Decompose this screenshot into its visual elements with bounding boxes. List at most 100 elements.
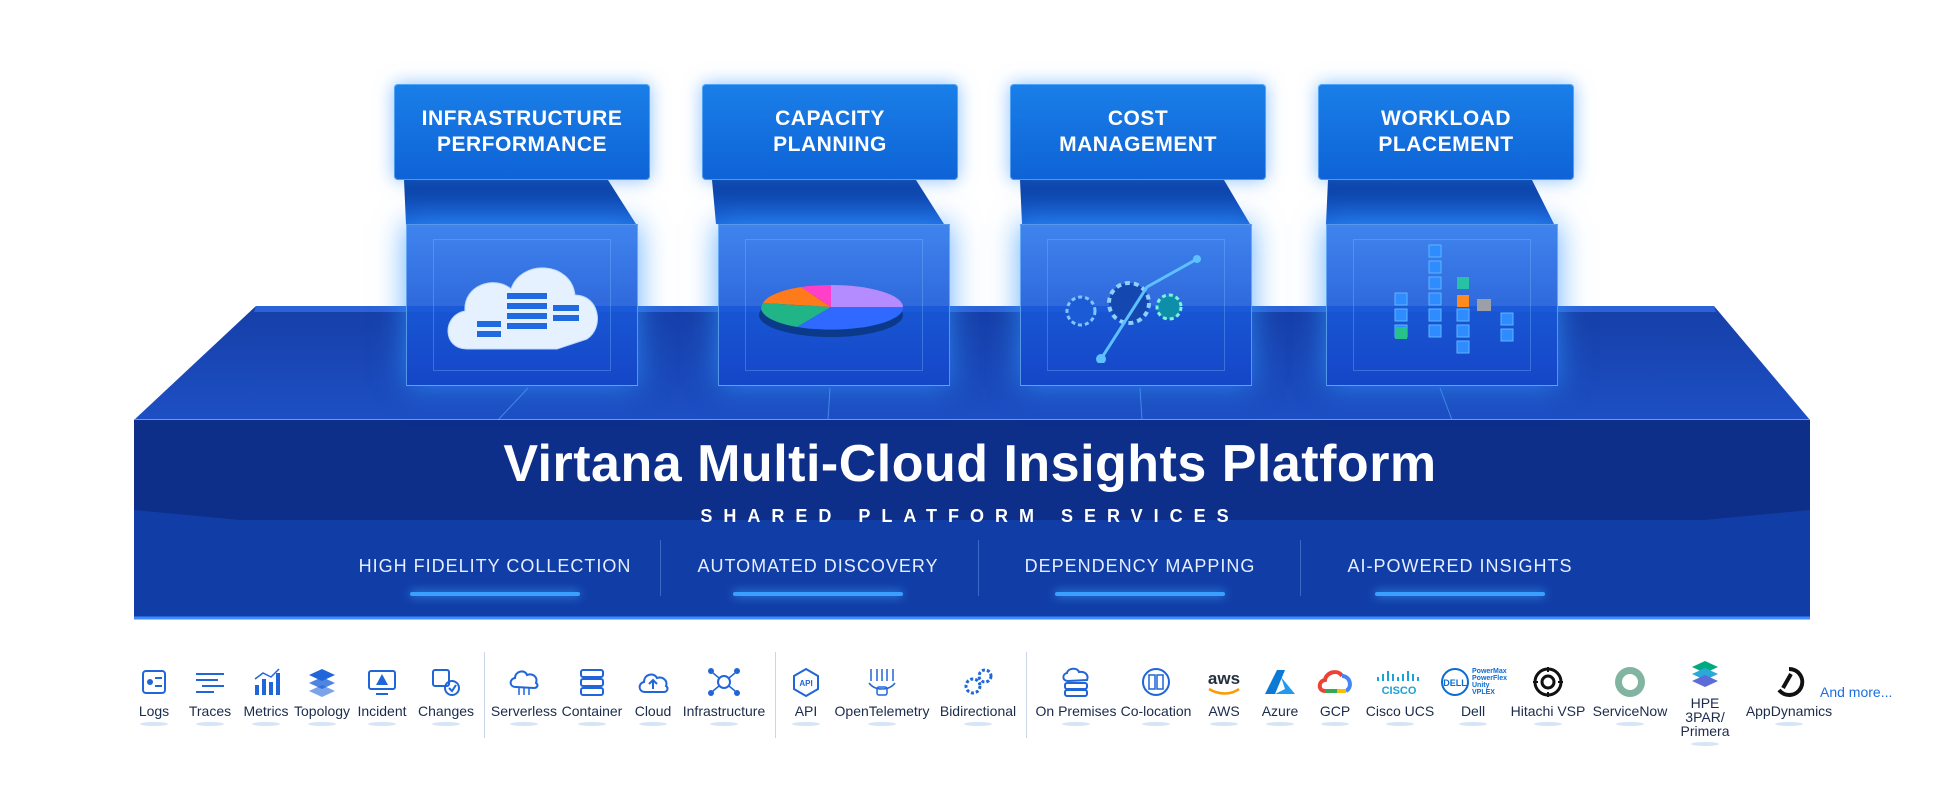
integration-label: Container: [561, 703, 623, 719]
integration-label: Cloud: [634, 703, 672, 719]
use-case-capacity-planning[interactable]: CAPACITY PLANNING: [702, 84, 958, 180]
integration-cisco-ucs[interactable]: CISCO Cisco UCS: [1362, 666, 1438, 726]
use-case-workload-placement[interactable]: WORKLOAD PLACEMENT: [1318, 84, 1574, 180]
metrics-icon: [254, 668, 280, 695]
integration-label: Traces: [188, 703, 232, 719]
integration-label: Cisco UCS: [1365, 703, 1435, 719]
service-divider: [1300, 540, 1301, 596]
aws-logo-icon: aws: [1208, 669, 1240, 695]
service-glow: [410, 592, 580, 596]
traces-icon: [196, 673, 224, 693]
and-more-link[interactable]: And more...: [1820, 684, 1893, 700]
integration-logs[interactable]: Logs: [126, 666, 182, 726]
group-divider: [775, 652, 776, 738]
integration-co-location[interactable]: Co-location: [1118, 666, 1194, 726]
on-premises-server-icon: [1062, 667, 1089, 697]
svg-text:CISCO: CISCO: [1382, 685, 1417, 697]
integration-label: Metrics: [243, 703, 289, 719]
integration-gcp[interactable]: GCP: [1310, 666, 1360, 726]
integration-container[interactable]: Container: [560, 666, 624, 726]
integration-hpe-3par-primera[interactable]: HPE 3PAR/ Primera: [1670, 658, 1740, 746]
integration-label: API: [794, 703, 818, 719]
use-case-title-line2: PLANNING: [773, 133, 887, 156]
use-case-title-line2: PLACEMENT: [1378, 133, 1514, 156]
service-ai-powered-insights: AI-POWERED INSIGHTS: [1347, 556, 1573, 576]
integration-metrics[interactable]: Metrics: [238, 666, 294, 726]
group-divider: [1026, 652, 1027, 738]
service-automated-discovery: AUTOMATED DISCOVERY: [697, 556, 939, 576]
integration-on-premises[interactable]: On Premises: [1034, 666, 1118, 726]
logs-icon: [142, 670, 166, 694]
integration-label: Changes: [417, 703, 475, 719]
cube-cost: [1020, 224, 1252, 386]
integration-label: On Premises: [1035, 703, 1117, 719]
integration-label: Infrastructure: [682, 703, 766, 719]
cube-workload: [1326, 224, 1558, 386]
integration-appdynamics[interactable]: AppDynamics: [1744, 666, 1834, 726]
use-case-title-line1: INFRASTRUCTURE: [421, 107, 623, 130]
blocks-icon: [1394, 244, 1514, 354]
serverless-cloud-icon: [509, 670, 539, 695]
integration-label: Bidirectional: [939, 703, 1017, 719]
cisco-logo-icon: CISCO: [1377, 671, 1419, 697]
integration-dell[interactable]: DELL PowerMax PowerFlex Unity VPLEX Dell: [1438, 666, 1508, 726]
platform-top: [134, 306, 1810, 420]
integration-label: OpenTelemetry: [834, 703, 930, 719]
integration-infrastructure[interactable]: Infrastructure: [680, 666, 768, 726]
service-divider: [660, 540, 661, 596]
integration-traces[interactable]: Traces: [182, 666, 238, 726]
integration-aws[interactable]: aws AWS: [1198, 666, 1250, 726]
bidirectional-gears-icon: [964, 668, 993, 695]
svg-text:aws: aws: [1208, 669, 1240, 688]
integration-topology[interactable]: Topology: [294, 666, 350, 726]
api-icon: API: [793, 667, 819, 697]
gcp-logo-icon: [1317, 670, 1352, 693]
integration-hitachi-vsp[interactable]: Hitachi VSP: [1508, 666, 1588, 726]
service-glow: [1055, 592, 1225, 596]
integration-label: Co-location: [1120, 703, 1192, 719]
hpe-primera-logo-icon: [1692, 661, 1718, 687]
integration-label: ServiceNow: [1592, 703, 1668, 719]
dell-products-text: PowerMax PowerFlex Unity VPLEX: [1472, 668, 1508, 696]
svg-text:API: API: [799, 679, 812, 688]
changes-icon: [432, 669, 460, 696]
use-case-infrastructure-performance[interactable]: INFRASTRUCTURE PERFORMANCE: [394, 84, 650, 180]
integration-serverless[interactable]: Serverless: [490, 666, 558, 726]
azure-logo-icon: [1265, 670, 1295, 694]
integration-cloud[interactable]: Cloud: [626, 666, 680, 726]
integration-changes[interactable]: Changes: [414, 666, 478, 726]
service-divider: [978, 540, 979, 596]
integration-label: AppDynamics: [1745, 703, 1833, 719]
svg-text:DELL: DELL: [1443, 678, 1467, 688]
platform-title: Virtana Multi-Cloud Insights Platform: [503, 435, 1437, 493]
cloud-icon: [638, 673, 669, 693]
incident-icon: [368, 670, 396, 695]
use-case-title-line2: MANAGEMENT: [1059, 133, 1217, 156]
service-glow: [1375, 592, 1545, 596]
integration-opentelemetry[interactable]: OpenTelemetry: [832, 666, 932, 726]
pie-chart-icon: [759, 285, 904, 337]
use-case-cost-management[interactable]: COST MANAGEMENT: [1010, 84, 1266, 180]
integration-label: HPE 3PAR/ Primera: [1680, 695, 1730, 739]
use-case-title-line1: COST: [1107, 107, 1169, 130]
gears-icon: [1065, 255, 1201, 363]
integration-incident[interactable]: Incident: [354, 666, 410, 726]
service-glow: [733, 592, 903, 596]
servicenow-logo-icon: [1615, 667, 1645, 697]
integration-api[interactable]: API API: [786, 666, 826, 726]
appdynamics-logo-icon: [1777, 666, 1805, 697]
integration-label: Azure: [1261, 703, 1299, 719]
integration-bidirectional[interactable]: Bidirectional: [936, 666, 1020, 726]
integration-label: Serverless: [490, 703, 558, 719]
integration-azure[interactable]: Azure: [1254, 666, 1306, 726]
integration-label: AWS: [1208, 703, 1240, 719]
group-divider: [484, 652, 485, 738]
use-case-title-line1: WORKLOAD: [1381, 107, 1511, 130]
dell-logo-icon: DELL: [1441, 668, 1469, 696]
service-high-fidelity-collection: HIGH FIDELITY COLLECTION: [358, 556, 632, 576]
cloud-server-icon: [447, 267, 598, 350]
hitachi-logo-icon: [1533, 667, 1563, 697]
integration-servicenow[interactable]: ServiceNow: [1590, 666, 1670, 726]
use-case-title-line2: PERFORMANCE: [436, 133, 607, 156]
integration-label: Topology: [294, 703, 351, 719]
